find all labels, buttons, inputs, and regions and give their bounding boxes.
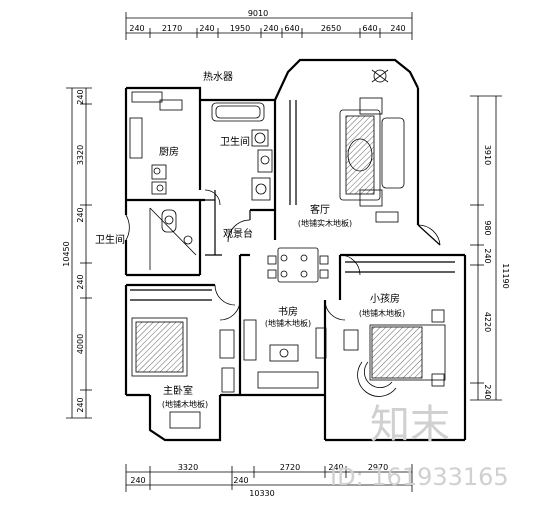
bottom-seg-4: 2970 [368, 463, 388, 472]
label-kids: 小孩房 [370, 292, 400, 305]
kitchen-fixtures [129, 91, 183, 195]
left-seg-6: 240 [76, 397, 85, 412]
right-seg-1: 3910 [483, 145, 492, 165]
label-balcony: 观景台 [223, 227, 253, 240]
bottom-seg-2: 2720 [280, 463, 300, 472]
room-labels: 热水器 厨房 卫生间 卫生间 客厅 (地铺实木地板) 观景台 书房 (地铺木地板… [95, 70, 405, 409]
left-total: 10450 [62, 241, 71, 266]
right-seg-2: 980 [483, 220, 492, 235]
bottom-edge-2: 240 [233, 476, 248, 485]
left-seg-3: 240 [76, 207, 85, 222]
bottom-edge-1: 240 [130, 476, 145, 485]
left-seg-1: 240 [76, 89, 85, 104]
top-seg-3: 240 [199, 24, 214, 33]
watermark: 知末 ID: 161933165 [330, 402, 509, 491]
partitions [130, 100, 455, 301]
top-total: 9010 [248, 9, 268, 18]
top-seg-9: 240 [390, 24, 405, 33]
label-living-floor: (地铺实木地板) [298, 218, 352, 228]
label-master: 主卧室 [163, 384, 193, 397]
study-furniture [243, 319, 327, 389]
label-bathroom-left: 卫生间 [95, 233, 125, 246]
top-seg-4: 1950 [230, 24, 250, 33]
kids-furniture [343, 309, 446, 397]
watermark-logo: 知末 [370, 402, 450, 448]
right-seg-3: 240 [483, 248, 492, 263]
top-seg-5: 240 [263, 24, 278, 33]
top-seg-1: 240 [129, 24, 144, 33]
master-furniture [131, 317, 235, 429]
bottom-seg-1: 3320 [178, 463, 198, 472]
top-dimension: 9010 240 2170 240 1950 240 640 2650 640 … [125, 9, 413, 40]
right-dimension: 3910 980 240 4220 240 11190 [470, 95, 510, 401]
top-seg-7: 2650 [321, 24, 341, 33]
right-seg-5: 240 [483, 384, 492, 399]
left-seg-2: 3320 [76, 145, 85, 165]
label-master-floor: (地铺木地板) [162, 399, 208, 409]
label-kitchen: 厨房 [159, 145, 179, 158]
living-furniture [339, 69, 405, 223]
label-study: 书房 [278, 305, 298, 318]
label-study-floor: (地铺木地板) [265, 318, 311, 328]
left-bath-fixtures [149, 207, 197, 270]
bottom-dimension: 3320 2720 240 2970 240 240 10330 [125, 463, 413, 498]
top-seg-2: 2170 [162, 24, 182, 33]
dining-table [267, 247, 329, 283]
watermark-id: ID: 161933165 [330, 463, 509, 491]
label-kids-floor: (地铺木地板) [359, 308, 405, 318]
door-swings [125, 189, 441, 321]
label-living: 客厅 [310, 203, 330, 216]
bathroom-fixtures [211, 102, 273, 201]
right-seg-4: 4220 [483, 312, 492, 332]
left-seg-4: 240 [76, 274, 85, 289]
label-water-heater: 热水器 [203, 70, 233, 83]
top-seg-8: 640 [362, 24, 377, 33]
top-seg-6: 640 [284, 24, 299, 33]
left-seg-5: 4000 [76, 334, 85, 354]
label-bathroom-upper: 卫生间 [220, 135, 250, 148]
bottom-total: 10330 [249, 489, 274, 498]
left-dimension: 10450 240 3320 240 240 4000 240 [62, 87, 92, 419]
walls [124, 58, 467, 442]
bottom-seg-3: 240 [328, 463, 343, 472]
right-total: 11190 [501, 263, 510, 288]
